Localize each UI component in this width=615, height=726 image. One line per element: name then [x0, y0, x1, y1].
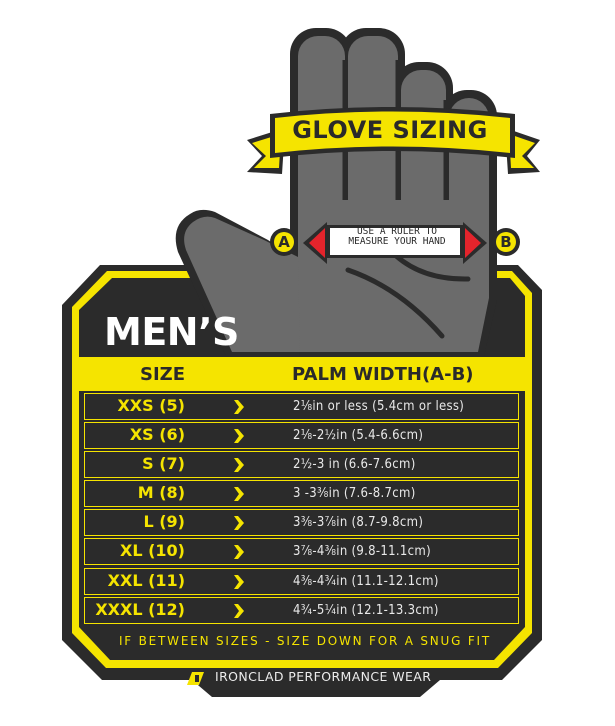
- brand-name: IRONCLAD PERFORMANCE WEAR: [215, 669, 432, 684]
- glove-illustration: [175, 28, 497, 356]
- palm-width-range: 2⅛-2½in (5.4-6.6cm): [293, 428, 424, 444]
- ruler-instruction: USE A RULER TO MEASURE YOUR HAND: [332, 227, 462, 247]
- size-label: L (9): [143, 512, 185, 532]
- size-label: XXS (5): [117, 396, 185, 415]
- table-row: XL (10) 3⅞-4⅜in (9.8-11.1cm): [84, 538, 519, 566]
- sizing-tip: IF BETWEEN SIZES - SIZE DOWN FOR A SNUG …: [118, 634, 492, 648]
- ruler-line-1: USE A RULER TO: [356, 226, 438, 237]
- header-strip: [79, 357, 525, 391]
- chevron-right-icon: [234, 545, 244, 560]
- palm-width-range: 4⅜-4¾in (11.1-12.1cm): [293, 573, 439, 589]
- palm-width-range: 2½-3 in (6.6-7.6cm): [293, 457, 416, 473]
- ironclad-logo-icon: [187, 672, 204, 685]
- palm-width-range: 2⅛in or less (5.4cm or less): [293, 399, 465, 414]
- banner-title: GLOVE SIZING: [292, 116, 488, 144]
- palm-width-range: 3⅜-3⅞in (8.7-9.8cm): [293, 515, 424, 531]
- ruler-line-2: MEASURE YOUR HAND: [348, 236, 446, 247]
- chevron-right-icon: [234, 400, 244, 414]
- palm-width-range: 4¾-5¼in (12.1-13.3cm): [293, 602, 439, 618]
- table-row: L (9) 3⅜-3⅞in (8.7-9.8cm): [84, 509, 519, 537]
- size-label: XL (10): [120, 541, 185, 561]
- chevron-right-icon: [234, 487, 244, 502]
- chevron-right-icon: [234, 458, 244, 473]
- point-b-label: B: [500, 233, 512, 251]
- palm-width-range: 3⅞-4⅜in (9.8-11.1cm): [293, 544, 431, 560]
- chevron-right-icon: [234, 603, 244, 618]
- table-row: S (7) 2½-3 in (6.6-7.6cm): [84, 451, 519, 479]
- size-label: M (8): [137, 483, 185, 503]
- table-row: XXS (5) 2⅛in or less (5.4cm or less): [84, 393, 519, 420]
- chevron-right-icon: [234, 516, 244, 531]
- column-header-size: SIZE: [140, 364, 186, 385]
- column-header-palm-width: PALM WIDTH(A-B): [292, 364, 474, 385]
- point-a-label: A: [278, 233, 290, 251]
- palm-width-range: 3 -3⅜in (7.6-8.7cm): [293, 486, 416, 502]
- chevron-right-icon: [234, 574, 244, 589]
- table-row: XXXL (12) 4¾-5¼in (12.1-13.3cm): [84, 596, 519, 624]
- table-row: M (8) 3 -3⅜in (7.6-8.7cm): [84, 480, 519, 508]
- size-label: S (7): [142, 454, 185, 474]
- size-table: XXS (5) 2⅛in or less (5.4cm or less) XS (6…: [84, 393, 519, 626]
- size-label: XXXL (12): [95, 599, 185, 619]
- chart-heading: MEN’S: [104, 310, 239, 354]
- size-label: XS (6): [129, 425, 185, 445]
- table-row: XS (6) 2⅛-2½in (5.4-6.6cm): [84, 422, 519, 450]
- banner-ribbon: [247, 107, 540, 174]
- measure-arrows: [270, 222, 520, 264]
- table-row: XXL (11) 4⅜-4¾in (11.1-12.1cm): [84, 567, 519, 595]
- size-label: XXL (11): [107, 570, 185, 590]
- chevron-right-icon: [234, 429, 244, 444]
